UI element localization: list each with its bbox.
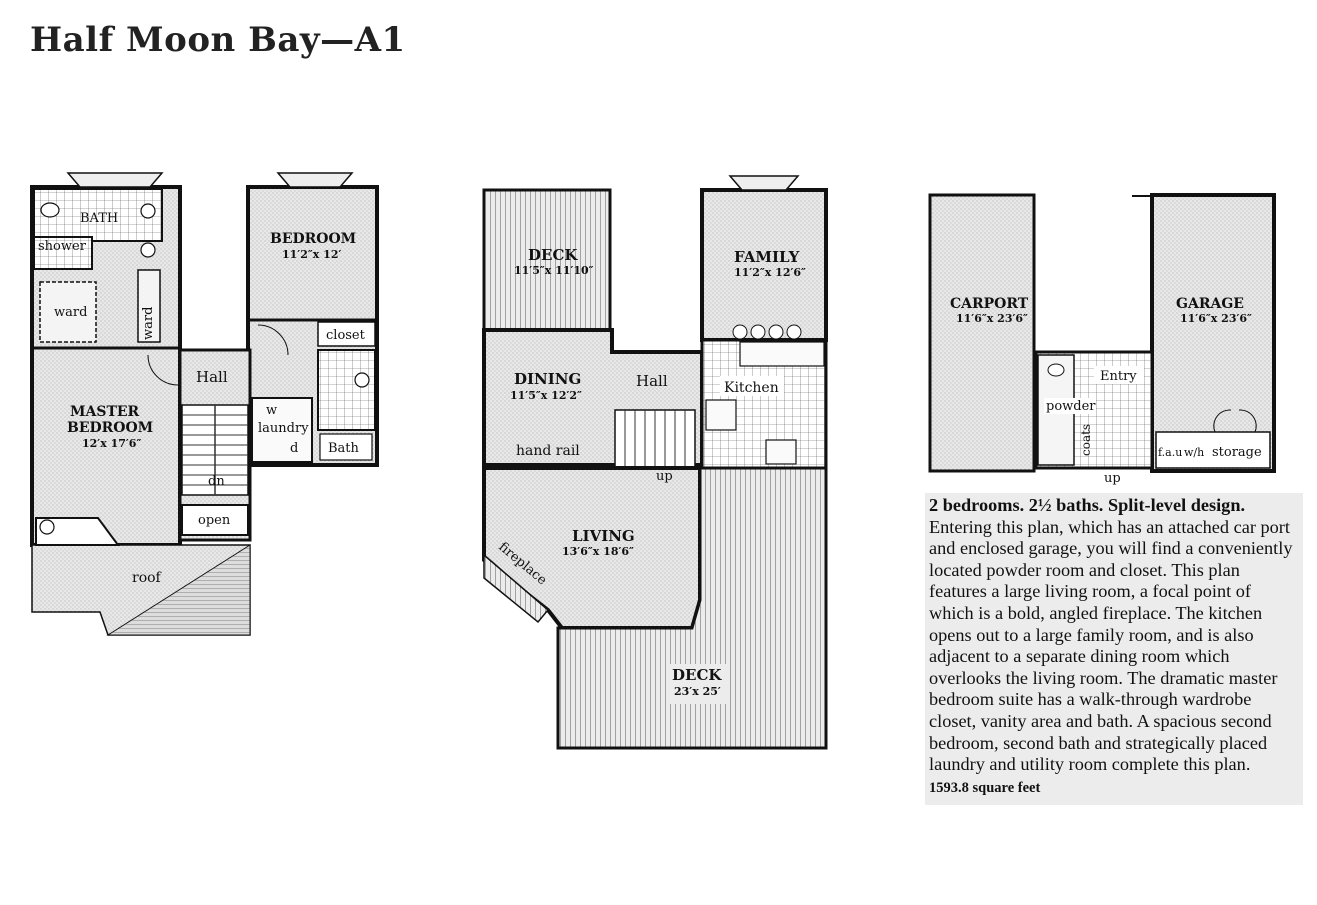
label-deck-top-size: 11′5″x 11′10″ [514,264,594,277]
window-bath [66,172,164,188]
main-stairs [614,409,696,469]
label-master-2: BEDROOM [67,420,153,436]
carport [928,193,1036,473]
label-dn: dn [208,474,225,489]
description-body: Entering this plan, which has an attache… [929,516,1293,775]
label-lower-up: up [1104,471,1121,486]
lower-floor-plan: CARPORT 11′6″x 23′6″ GARAGE 11′6″x 23′6″… [928,193,1276,486]
square-footage: 1593.8 square feet [929,779,1041,796]
label-deck-top: DECK [528,246,578,264]
label-coats: coats [1079,424,1093,456]
label-dining-size: 11′5″x 12′2″ [510,389,582,402]
label-bath2: Bath [328,441,360,456]
deck-top [482,188,612,332]
deck-bottom [556,466,828,750]
label-wh: w/h [1184,446,1204,459]
label-master-1: MASTER [70,404,140,420]
plan-description: 2 bedrooms. 2½ baths. Split-level design… [925,493,1303,806]
label-bath: BATH [80,211,118,226]
label-d: d [290,441,298,456]
closet [317,321,376,347]
label-storage: storage [1212,445,1262,460]
shower-stall [33,236,93,270]
upper-floor-plan: BATH shower ward ward BEDROOM 11′2″x 12′… [30,172,379,636]
label-main-hall: Hall [636,372,668,390]
label-dining: DINING [514,370,581,388]
family-room [700,188,828,342]
fireplace [483,553,550,624]
label-bedroom: BEDROOM [270,231,356,247]
bath2-room [317,349,376,431]
label-master-size: 12′x 17′6″ [82,437,141,450]
description-lead: 2 bedrooms. 2½ baths. Split-level design… [929,495,1246,515]
ward-closet-left [39,281,97,343]
window-bedroom [276,172,354,188]
label-garage: GARAGE [1176,296,1244,312]
label-open: open [198,513,231,528]
label-hand-rail: hand rail [516,443,580,459]
open-area [181,504,249,536]
window-family [728,175,800,191]
label-family: FAMILY [734,248,800,266]
label-deck-bottom: DECK [672,666,722,684]
label-laundry: laundry [258,421,309,436]
upper-stairs [181,404,249,496]
garage [1150,193,1276,473]
main-floor-plan: DECK 11′5″x 11′10″ FAMILY 11′2″x 12′6″ D… [482,175,828,750]
label-ward-right: ward [141,307,156,340]
label-w: w [266,403,277,418]
storage-room [1155,431,1271,469]
label-garage-size: 11′6″x 23′6″ [1180,312,1252,325]
label-family-size: 11′2″x 12′6″ [734,266,806,279]
page-title: Half Moon Bay—A1 [30,20,406,60]
label-fau: f.a.u [1158,446,1182,459]
label-living-size: 13′6″x 18′6″ [562,545,634,558]
label-bedroom-size: 11′2″x 12′ [282,248,341,261]
label-living: LIVING [572,527,635,545]
label-entry: Entry [1100,369,1137,384]
bath-room [33,188,163,242]
label-ward-left: ward [54,305,87,320]
laundry-room [251,397,313,463]
label-powder: powder [1046,399,1096,414]
label-kitchen: Kitchen [724,380,779,396]
label-roof: roof [132,570,163,586]
label-carport: CARPORT [950,296,1029,312]
label-shower: shower [38,239,87,254]
label-carport-size: 11′6″x 23′6″ [956,312,1028,325]
label-main-up: up [656,469,673,484]
label-upper-hall: Hall [196,368,228,386]
ward-closet-right [137,269,161,343]
label-closet: closet [326,328,366,343]
label-deck-bottom-size: 23′x 25′ [674,685,721,698]
